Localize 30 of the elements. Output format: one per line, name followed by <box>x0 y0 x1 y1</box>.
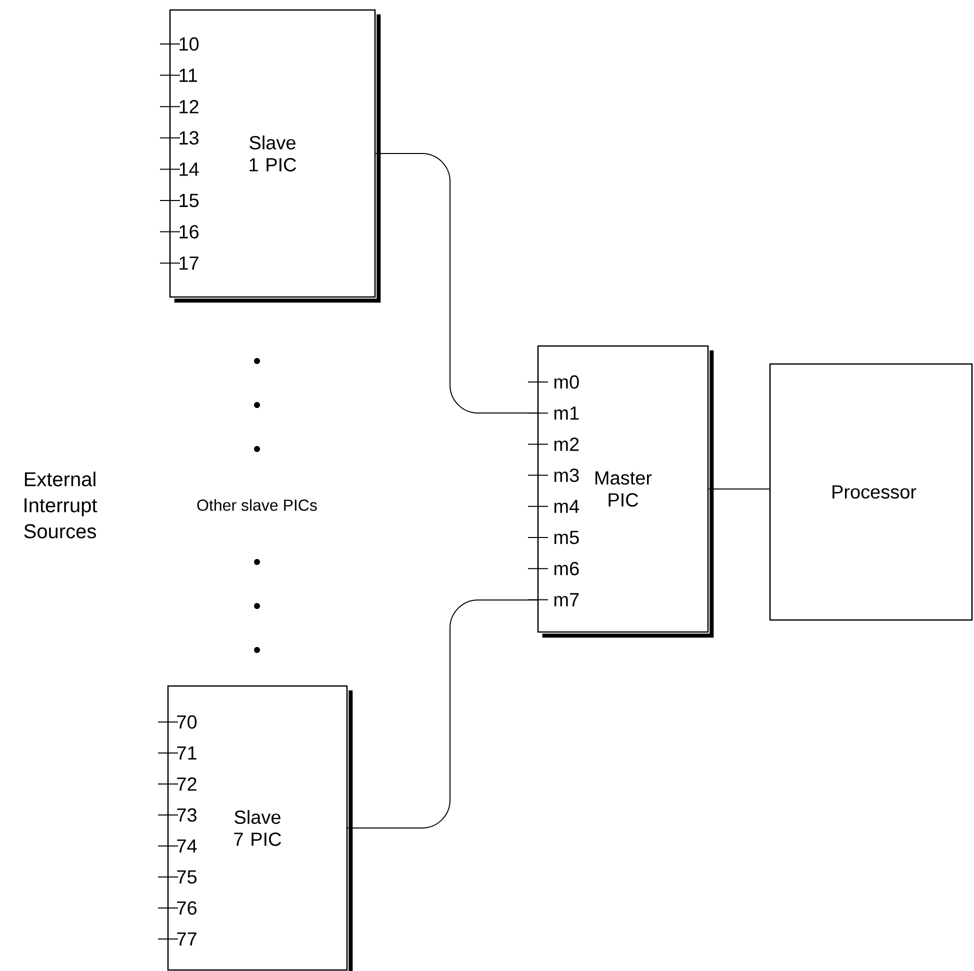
connector <box>347 600 538 828</box>
pin-label: 75 <box>177 870 197 884</box>
pin-label: 70 <box>177 715 197 729</box>
pin-label: m2 <box>554 438 579 451</box>
pin-label: 11 <box>180 68 197 82</box>
pin-label: m5 <box>554 530 579 544</box>
pin-label: 76 <box>177 901 196 915</box>
group-label: Other slave PICs <box>197 499 317 511</box>
pin-label: 74 <box>177 839 197 853</box>
pin-label: 72 <box>177 777 196 791</box>
connector <box>375 153 538 414</box>
pin-label: m7 <box>554 593 579 606</box>
pin-label: 12 <box>180 100 198 114</box>
pin-label: m0 <box>554 375 579 389</box>
processor-box: Processor <box>769 363 973 621</box>
pin-label: 13 <box>180 131 198 145</box>
pin-label: m6 <box>554 562 579 576</box>
pin-label: 15 <box>180 194 199 208</box>
pin-label: m1 <box>554 406 579 420</box>
pin-label: m4 <box>554 500 580 513</box>
pin-label: m3 <box>554 468 579 482</box>
pin-label: 14 <box>180 162 199 176</box>
pin-label: 17 <box>180 256 198 270</box>
pin-label: 16 <box>180 225 198 239</box>
pin-label: 77 <box>177 932 196 946</box>
side-label: External Interrupt Sources <box>24 472 98 538</box>
pin-label: 10 <box>180 37 199 51</box>
connector <box>708 488 770 490</box>
pin-label: 71 <box>177 746 196 760</box>
pin-label: 73 <box>177 808 196 822</box>
